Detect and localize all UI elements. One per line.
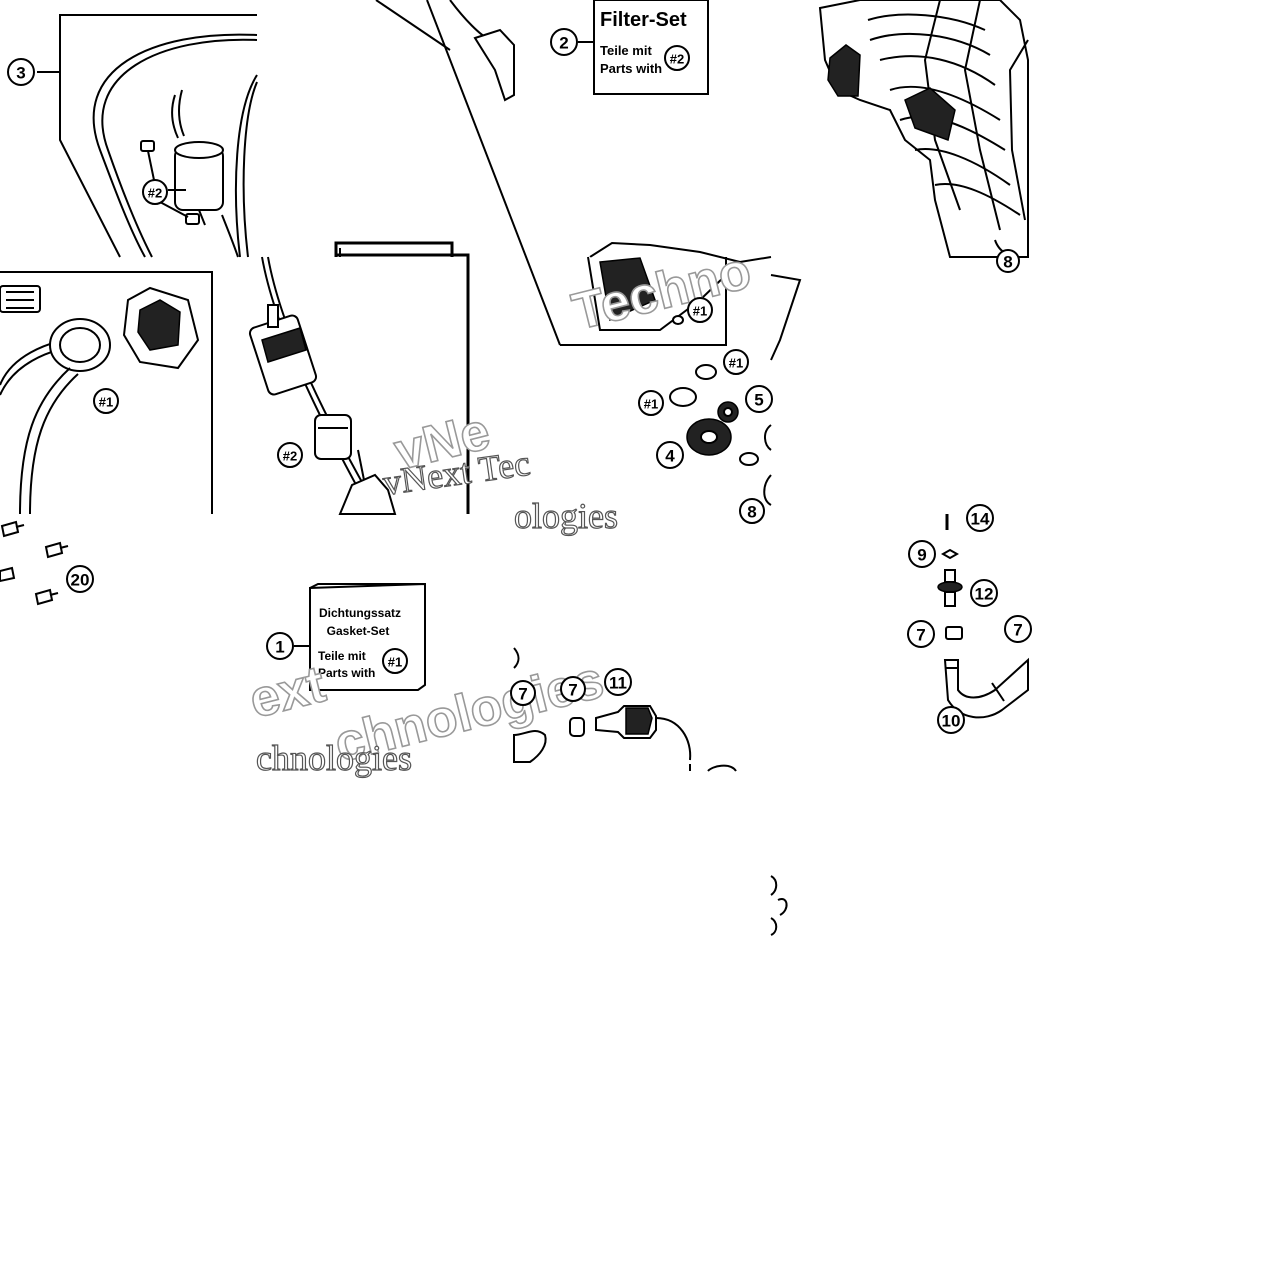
tile-fragment-bottom [770, 875, 788, 936]
tile-sender-unit: #1 [0, 271, 213, 515]
tile-fuel-pump-frame: 3 #2 [7, 14, 258, 258]
callout-5 [745, 385, 773, 413]
tile-fitting: ologies 7 7 11 [510, 495, 737, 772]
callout-ref-1-d [638, 390, 664, 416]
callout-14-a-label: 14 [971, 510, 990, 529]
callout-20 [66, 565, 94, 593]
filter-set-ref [664, 45, 690, 71]
callout-9 [908, 540, 936, 568]
callout-ref-2-b-label: #2 [283, 449, 297, 464]
tile-screws: 20 [0, 520, 94, 606]
gasket-set-line3: Teile mit [318, 649, 366, 663]
filter-set-line1: Teile mit [600, 43, 652, 58]
callout-7-b [560, 676, 586, 702]
callout-7-d-label: 7 [1013, 621, 1022, 640]
gasket-set-line4: Parts with [318, 666, 375, 680]
callout-10 [937, 706, 965, 734]
callout-8-b [996, 249, 1020, 273]
callout-7-c [907, 620, 935, 648]
tile-hose-fragment [334, 0, 515, 257]
callout-ref-1-a-label: #1 [99, 395, 113, 410]
gasket-set-ref-label: #1 [388, 655, 402, 670]
callout-2 [550, 28, 578, 56]
filter-set-box: Filter-Set Teile mit Parts with #2 2 [426, 0, 772, 346]
callout-ref-1-d-label: #1 [644, 397, 658, 412]
callout-7-a-label: 7 [518, 685, 527, 704]
callout-7-d [1004, 615, 1032, 643]
callout-7-a [510, 680, 536, 706]
gasket-set-ref [382, 648, 408, 674]
callout-4-label: 4 [665, 447, 675, 466]
tile-pump-filter: #2 vNext Tec vNe [248, 253, 533, 515]
watermark-ologies: ologies [514, 496, 618, 536]
callout-8-a [739, 498, 765, 524]
callout-ref-2-b [277, 442, 303, 468]
callout-7-c-label: 7 [916, 626, 925, 645]
filter-set-ref-label: #2 [670, 52, 684, 67]
callout-ref-2-label: #2 [148, 186, 162, 201]
callout-ref-1-b-label: #1 [693, 304, 707, 319]
callout-11 [604, 668, 632, 696]
watermark-chnologies-serif: chnologies [256, 738, 412, 778]
callout-7-b-label: 7 [568, 681, 577, 700]
gasket-set-line1: Dichtungssatz [319, 606, 401, 620]
callout-1-label: 1 [275, 638, 284, 657]
tile-tank-bottom: 8 [770, 249, 1020, 361]
callout-14-a [966, 504, 994, 532]
callout-2-label: 2 [559, 34, 568, 53]
tile-fitting-right: 14 9 12 7 7 10 [907, 504, 1032, 734]
callout-20-label: 20 [71, 571, 90, 590]
callout-3 [7, 58, 35, 86]
callout-12 [970, 579, 998, 607]
callout-3-label: 3 [16, 64, 25, 83]
callout-8-b-label: 8 [1003, 253, 1012, 272]
fuel-tank [818, 0, 1029, 259]
tile-pump-housing: Techno #1 #1 #1 5 4 8 [560, 241, 773, 524]
callout-4 [656, 441, 684, 469]
watermark-ext: ext [244, 655, 331, 729]
callout-8-a-label: 8 [747, 503, 756, 522]
callout-9-label: 9 [917, 546, 926, 565]
callout-ref-2 [142, 179, 168, 205]
callout-ref-1-c [723, 349, 749, 375]
callout-12-label: 12 [975, 585, 994, 604]
filter-set-line2: Parts with [600, 61, 662, 76]
callout-ref-1-b [687, 297, 713, 323]
callout-ref-1-a [93, 388, 119, 414]
gasket-set-line2: Gasket-Set [327, 624, 390, 638]
callout-11-label: 11 [609, 674, 627, 693]
filter-set-title: Filter-Set [600, 9, 687, 31]
callout-10-label: 10 [942, 712, 961, 731]
callout-1 [266, 632, 294, 660]
gasket-set-box: Dichtungssatz Gasket-Set Teile mit Parts… [243, 582, 610, 779]
callout-5-label: 5 [754, 391, 763, 410]
callout-ref-1-c-label: #1 [729, 356, 743, 371]
